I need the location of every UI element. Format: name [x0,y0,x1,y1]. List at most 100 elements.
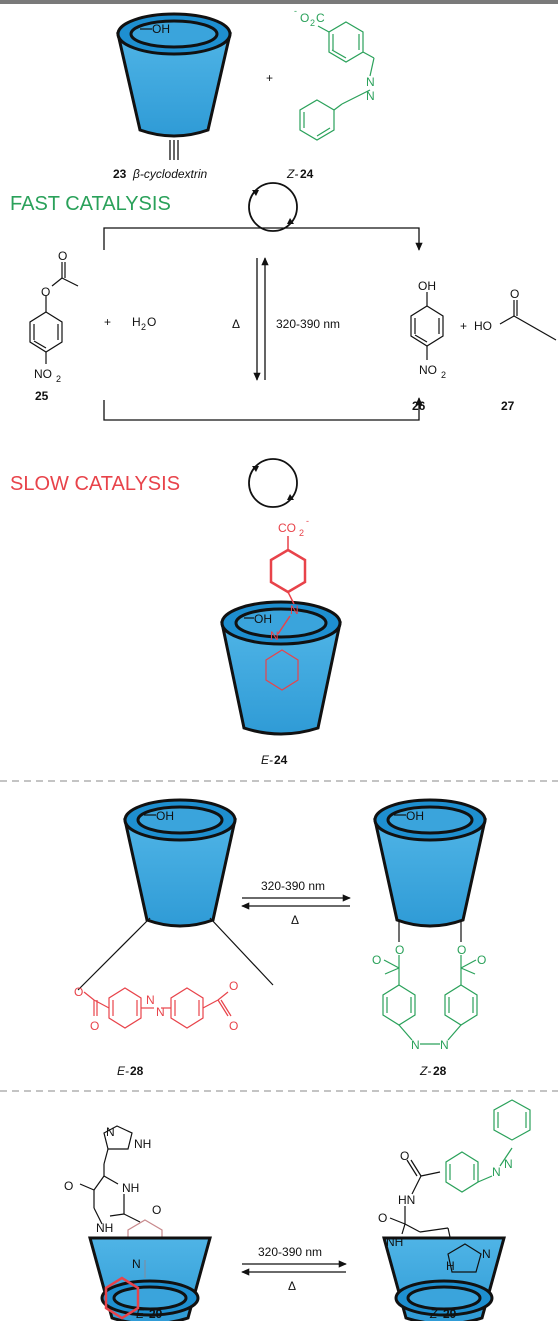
complex-e24 [220,536,342,736]
e24-number: 24 [274,753,288,767]
co2-label-c: C [316,11,325,25]
e29-nh-top: NH [122,1181,139,1195]
acetic-acid-27 [499,300,557,341]
z-azobenzene-24 [299,21,375,141]
cd-name: β-cyclodextrin [132,167,208,181]
z29-hn: HN [398,1193,415,1207]
z29-nh: NH [386,1235,403,1249]
nitro-group: NO [34,367,52,381]
acid-ho: HO [474,319,492,333]
z29-imidazole-n: N [482,1247,491,1261]
fast-cycle-icon [248,182,298,232]
e29-imidazole-n: N [106,1125,115,1139]
z28-prefix: Z- [419,1064,431,1078]
water-o: O [147,315,156,329]
z29-number: 29 [443,1307,457,1321]
z29-prefix: Z- [429,1307,441,1321]
e28-prefix: E- [117,1064,129,1078]
slow-path-line [103,397,423,421]
z28-n1: N [411,1038,420,1052]
co2-label-sub: 2 [310,18,315,28]
peptide-e29 [79,1125,212,1321]
e29-nh-bottom: NH [96,1221,113,1235]
slow-catalysis-label: SLOW CATALYSIS [10,473,180,495]
carbonyl-o: O [58,249,67,263]
delta-28: Δ [291,913,299,927]
cd-number: 23 [113,167,127,181]
complex-oh: OH [254,612,272,626]
azo-n1: N [366,75,375,89]
compound-25-number: 25 [35,389,49,403]
z28-number: 28 [433,1064,447,1078]
phenol-nitro: NO [419,363,437,377]
wavelength-vertical: 320-390 nm [276,317,340,331]
delta-vertical: Δ [232,317,240,331]
nitro-sub: 2 [56,374,61,384]
e29-n-hidden: N [132,1257,141,1271]
co2-charge: - [294,6,297,16]
z29-imidazole-h: H [446,1259,455,1273]
z28-o-right: O [457,943,466,957]
delta-29: Δ [288,1279,296,1293]
e29-prefix: E- [136,1307,148,1321]
water-h: H [132,315,141,329]
e28-number: 28 [130,1064,144,1078]
e28-o-right: O [229,979,238,993]
acid-carbonyl-o: O [510,287,519,301]
slow-cycle-icon [248,458,298,508]
fast-catalysis-label: FAST CATALYSIS [10,193,171,215]
compound-27-number: 27 [501,399,515,413]
oh-label: OH [152,22,170,36]
e29-o-right: O [152,1203,161,1217]
phenol-26 [410,292,444,360]
e28-n2: N [156,1005,165,1019]
z29-azo-n2: N [504,1157,513,1171]
plus-sign-top: + [266,71,273,85]
z24-number: 24 [300,167,314,181]
water-sub: 2 [141,322,146,332]
e28-o-right2: O [229,1019,238,1033]
wavelength-28: 320-390 nm [261,879,325,893]
complex-n1: N [290,603,299,617]
ester-o: O [41,285,50,299]
plus-sign-water: + [104,315,111,329]
z24-prefix: Z- [286,167,298,181]
e24-prefix: E- [261,753,273,767]
peptide-z29 [382,1099,531,1321]
wavelength-29: 320-390 nm [258,1245,322,1259]
e29-imidazole-nh: NH [134,1137,151,1151]
complex-co2-charge: - [306,516,309,526]
azo-n2: N [366,89,375,103]
phenol-oh: OH [418,279,436,293]
complex-co2-sub: 2 [299,528,304,538]
cyclodextrin-23: OH [116,12,232,138]
z29-o-top: O [400,1149,409,1163]
z28-oh: OH [406,809,424,823]
z29-o-left: O [378,1211,387,1225]
equilibrium-arrows-28 [241,894,351,910]
complex-n2: N [270,629,279,643]
e28-o-left: O [74,985,83,999]
e29-number: 29 [149,1307,163,1321]
ester-25 [29,262,79,364]
fast-path-line [103,227,423,251]
phenol-nitro-sub: 2 [441,370,446,380]
identity-symbol [169,140,179,160]
equilibrium-arrows-29 [241,1260,347,1276]
z28-o-left: O [395,943,404,957]
e28-n1: N [146,993,155,1007]
equilibrium-arrows-vertical [253,257,269,381]
tethered-z28 [373,798,487,1045]
z28-carbonyl-right: O [477,953,486,967]
complex-co2: CO [278,521,296,535]
e29-o-left: O [64,1179,73,1193]
z28-n2: N [440,1038,449,1052]
e28-oh: OH [156,809,174,823]
tethered-e28 [77,798,274,1029]
z28-carbonyl-left: O [372,953,381,967]
co2-label-o: O [300,11,309,25]
plus-sign-acid: + [460,319,467,333]
z29-azo-n1: N [492,1165,501,1179]
e28-o-left2: O [90,1019,99,1033]
